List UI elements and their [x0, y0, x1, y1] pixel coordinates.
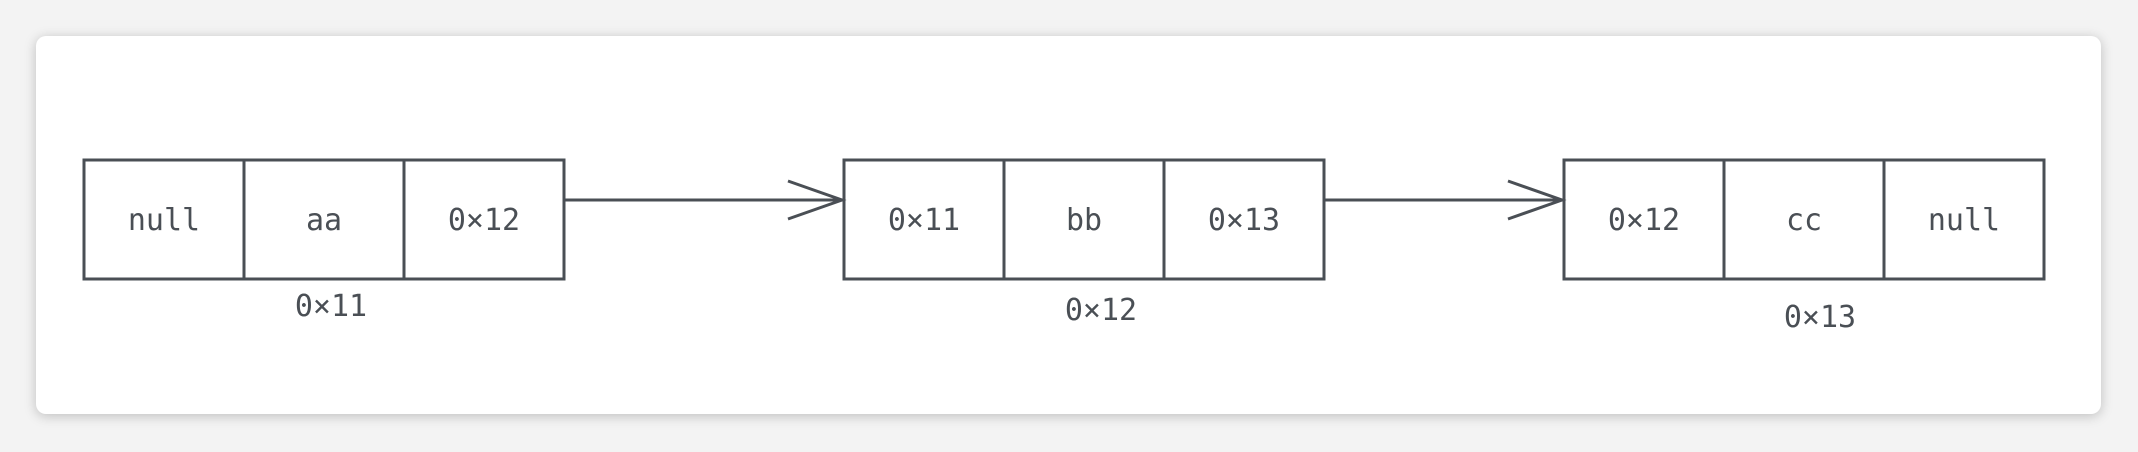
node-0x11: [82, 158, 566, 281]
node1-address: 0×11: [295, 289, 367, 324]
arrow-node2-to-node3: [1324, 179, 1567, 221]
diagram-canvas: [36, 36, 2101, 414]
node1-next-cell: 0×12: [448, 203, 520, 238]
node2-address: 0×12: [1065, 293, 1137, 328]
arrow-node1-to-node2: [564, 179, 847, 221]
node3-next-cell: null: [1928, 203, 2000, 238]
node1-prev-cell: null: [128, 203, 200, 238]
node3-prev-cell: 0×12: [1608, 203, 1680, 238]
node-box: [842, 158, 1326, 281]
node3-address: 0×13: [1784, 300, 1856, 335]
node2-next-cell: 0×13: [1208, 203, 1280, 238]
node2-prev-cell: 0×11: [888, 203, 960, 238]
node-0x12: [842, 158, 1326, 281]
node-box: [1562, 158, 2046, 281]
node-0x13: [1562, 158, 2046, 281]
node3-value-cell: cc: [1786, 203, 1822, 238]
node2-value-cell: bb: [1066, 203, 1102, 238]
node-box: [82, 158, 566, 281]
node1-value-cell: aa: [306, 203, 342, 238]
